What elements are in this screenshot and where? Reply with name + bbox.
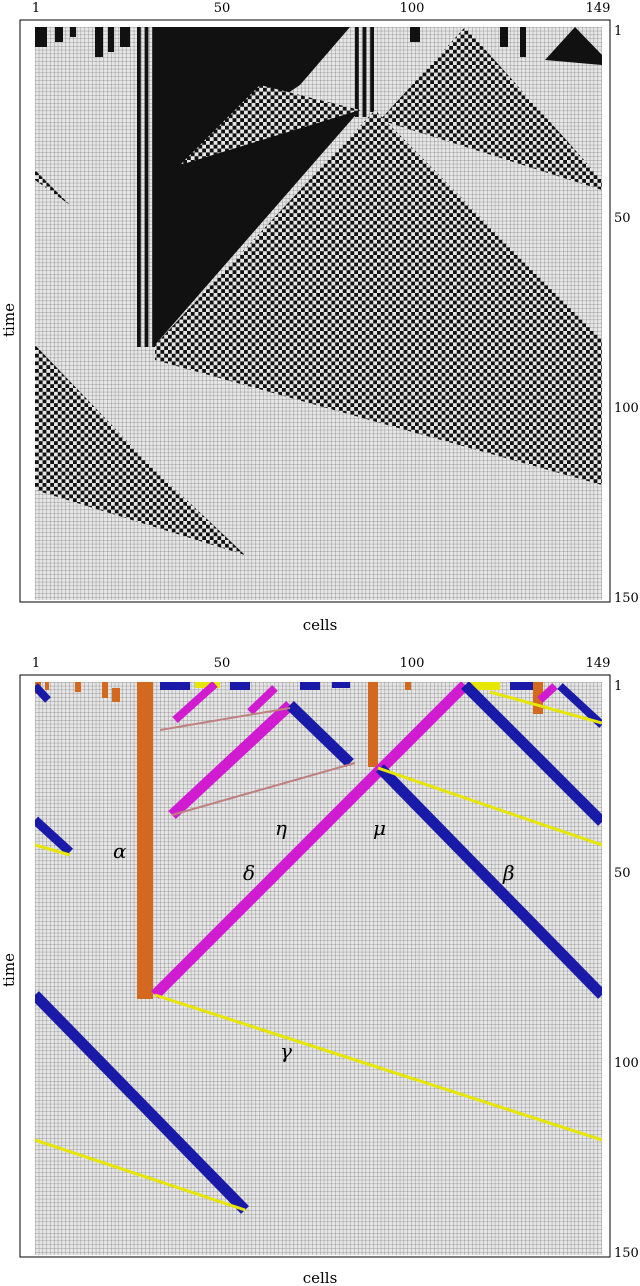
- bottom-ytick-50: 50: [614, 866, 631, 881]
- beta-glider-mid: [286, 701, 354, 767]
- bottom-xtick-1: 1: [32, 656, 40, 671]
- top-xtick-149: 149: [586, 1, 611, 16]
- beta-glider-right: [461, 682, 602, 826]
- top-dark-wedge-lower: [155, 110, 360, 345]
- bottom-grid-background: [35, 682, 602, 1255]
- beta-glider-topright: [557, 683, 602, 728]
- beta-glider-corner: [35, 683, 51, 703]
- glider-labels: α η μ δ β γ: [113, 816, 515, 1063]
- top-ytick-1: 1: [614, 24, 622, 39]
- gamma-glider-topright: [489, 690, 602, 725]
- bottom-ytick-100: 100: [614, 1056, 639, 1071]
- gamma-glider-upper: [377, 766, 602, 847]
- bottom-xtick-100: 100: [400, 656, 425, 671]
- delta-glider-upper: [168, 700, 294, 820]
- beta-glider-main: [376, 764, 602, 999]
- eta-glider: [171, 762, 356, 816]
- label-beta: β: [502, 861, 515, 885]
- bottom-ytick-1: 1: [614, 679, 622, 694]
- alpha-glider-column: [137, 682, 153, 999]
- bottom-panel: α η μ δ β γ 1 50 100 149 1 50 100 150 ce…: [0, 656, 639, 1286]
- top-xtick-1: 1: [32, 1, 40, 16]
- top-xtick-50: 50: [214, 1, 231, 16]
- gamma-glider-lower: [35, 1138, 246, 1212]
- top-plot-frame: [19, 19, 611, 603]
- beta-glider-small: [35, 816, 74, 856]
- top-x-ticks: 1 50 100 149: [32, 1, 611, 16]
- top-xtick-100: 100: [400, 1, 425, 16]
- top-checker-upper: [180, 85, 360, 165]
- top-ytick-100: 100: [614, 401, 639, 416]
- bottom-plot-frame: [19, 674, 611, 1258]
- bottom-ylabel: time: [0, 953, 18, 987]
- top-ylabel: time: [0, 303, 18, 337]
- top-checker-left: [35, 345, 245, 555]
- label-eta: η: [275, 816, 287, 840]
- bottom-xtick-149: 149: [586, 656, 611, 671]
- delta-glider-top-2: [247, 685, 278, 715]
- bottom-y-ticks: 1 50 100 150: [614, 679, 639, 1261]
- bottom-filtered-evolution: [35, 682, 602, 1214]
- gamma-glider-main: [154, 993, 602, 1142]
- top-checker-right: [380, 27, 602, 190]
- gamma-glider-small: [35, 843, 71, 857]
- top-initial-row: [35, 27, 602, 65]
- alpha-glider-column-3: [533, 682, 543, 714]
- label-alpha: α: [113, 839, 127, 863]
- label-mu: μ: [373, 816, 386, 840]
- beta-glider-left: [35, 991, 249, 1214]
- delta-glider-top-1: [172, 682, 218, 723]
- bottom-ytick-150: 150: [614, 1246, 639, 1261]
- bottom-x-ticks: 1 50 100 149: [32, 656, 611, 671]
- label-delta: δ: [243, 861, 255, 885]
- alpha-glider-column-2: [368, 682, 378, 767]
- top-panel: 1 50 100 149 1 50 100 150 cells time: [0, 1, 639, 634]
- top-evolution: [35, 27, 602, 555]
- delta-glider-top-3: [537, 683, 558, 703]
- top-alpha-stripes: [137, 27, 374, 347]
- eta-glider-upper: [159, 707, 291, 731]
- label-gamma: γ: [280, 1039, 292, 1063]
- top-checker-small: [35, 170, 70, 205]
- top-ytick-150: 150: [614, 591, 639, 606]
- top-ytick-50: 50: [614, 211, 631, 226]
- bottom-xtick-50: 50: [214, 656, 231, 671]
- top-checker-large: [155, 110, 602, 485]
- top-y-ticks: 1 50 100 150: [614, 24, 639, 606]
- delta-glider-main: [151, 682, 469, 999]
- bottom-xlabel: cells: [303, 1269, 338, 1286]
- top-xlabel: cells: [303, 616, 338, 634]
